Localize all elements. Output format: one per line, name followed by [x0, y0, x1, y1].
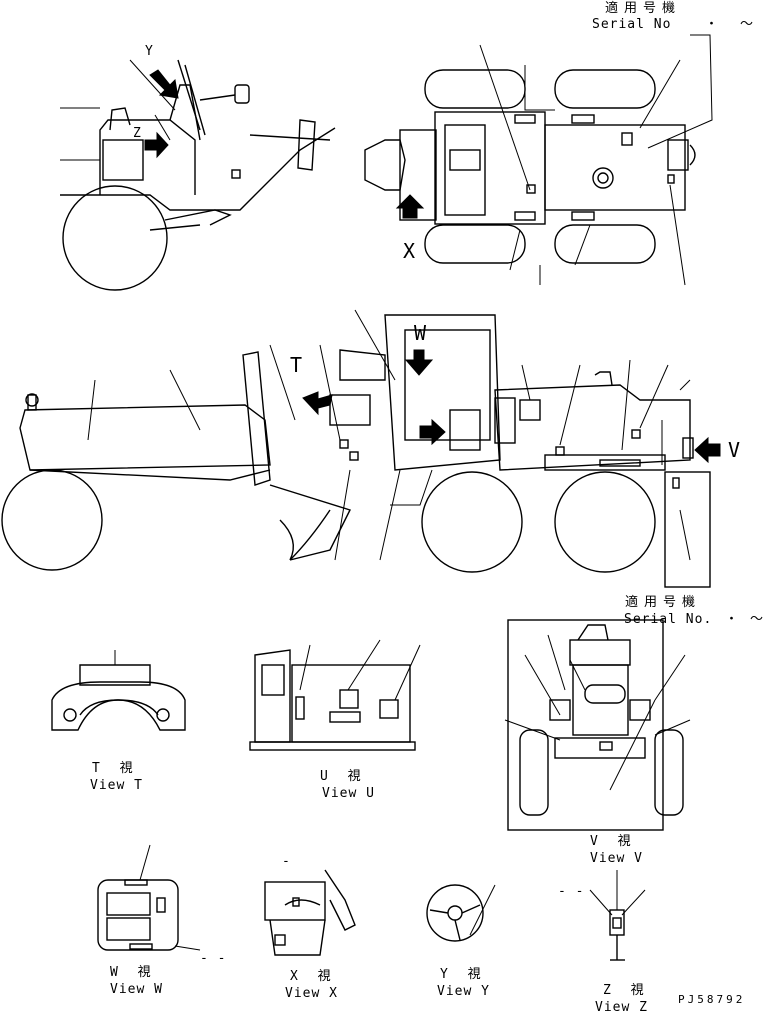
serial-right-en: Serial No.	[624, 612, 712, 627]
view-x-dash: -	[282, 854, 291, 869]
serial-top-tilde: 〜	[740, 17, 754, 32]
view-w-dash: - -	[200, 951, 226, 966]
view-w-detail: - - W 視 View W	[97, 844, 226, 997]
arrow-y-label: Y	[145, 44, 154, 59]
view-v-detail: V 視 View V 適用号機 Serial No. ・ 〜	[504, 594, 764, 866]
view-t-detail: T 視 View T	[51, 650, 186, 793]
view-v-jp: V 視	[590, 834, 637, 849]
view-t-en: View T	[90, 778, 143, 793]
view-z-en: View Z	[595, 1000, 648, 1013]
view-u-jp: U 視	[320, 769, 367, 784]
view-x-detail: - X 視 View X	[264, 854, 356, 1001]
view-y-jp: Y 視	[440, 967, 487, 982]
serial-top-jp: 適用号機	[605, 0, 681, 16]
arrow-x-label: X	[403, 239, 416, 263]
view-z-jp: Z 視	[603, 983, 650, 998]
view-v-en: View V	[590, 851, 643, 866]
top-right-plan-view: X 適用号機 Serial No ・ 〜	[364, 0, 754, 286]
view-u-en: View U	[322, 786, 375, 801]
serial-right-dot: ・	[725, 612, 739, 627]
top-left-side-view: Y Z	[60, 44, 336, 291]
view-w-jp: W 視	[110, 965, 157, 980]
arrow-w-label: W	[414, 321, 427, 345]
view-y-en: View Y	[437, 984, 490, 999]
serial-right-tilde: 〜	[750, 612, 764, 627]
serial-right-jp: 適用号機	[625, 594, 701, 610]
view-u-detail: U 視 View U	[249, 639, 421, 801]
view-z-dash: - -	[558, 884, 584, 899]
arrow-z-label: Z	[133, 126, 142, 141]
view-y-detail: Y 視 View Y	[426, 884, 496, 999]
serial-top-dot: ・	[705, 17, 719, 32]
view-x-en: View X	[285, 986, 338, 1001]
view-z-detail: - - Z 視 View Z	[558, 870, 650, 1013]
view-x-jp: X 視	[290, 969, 337, 984]
arrow-t-label: T	[290, 353, 303, 377]
main-side-elevation: T W V	[1, 309, 741, 588]
view-t-jp: T 視	[92, 761, 139, 776]
view-w-en: View W	[110, 982, 163, 997]
drawing-code: PJ58792	[678, 993, 745, 1006]
serial-top-en: Serial No	[592, 17, 671, 32]
arrow-v-label: V	[728, 438, 741, 462]
